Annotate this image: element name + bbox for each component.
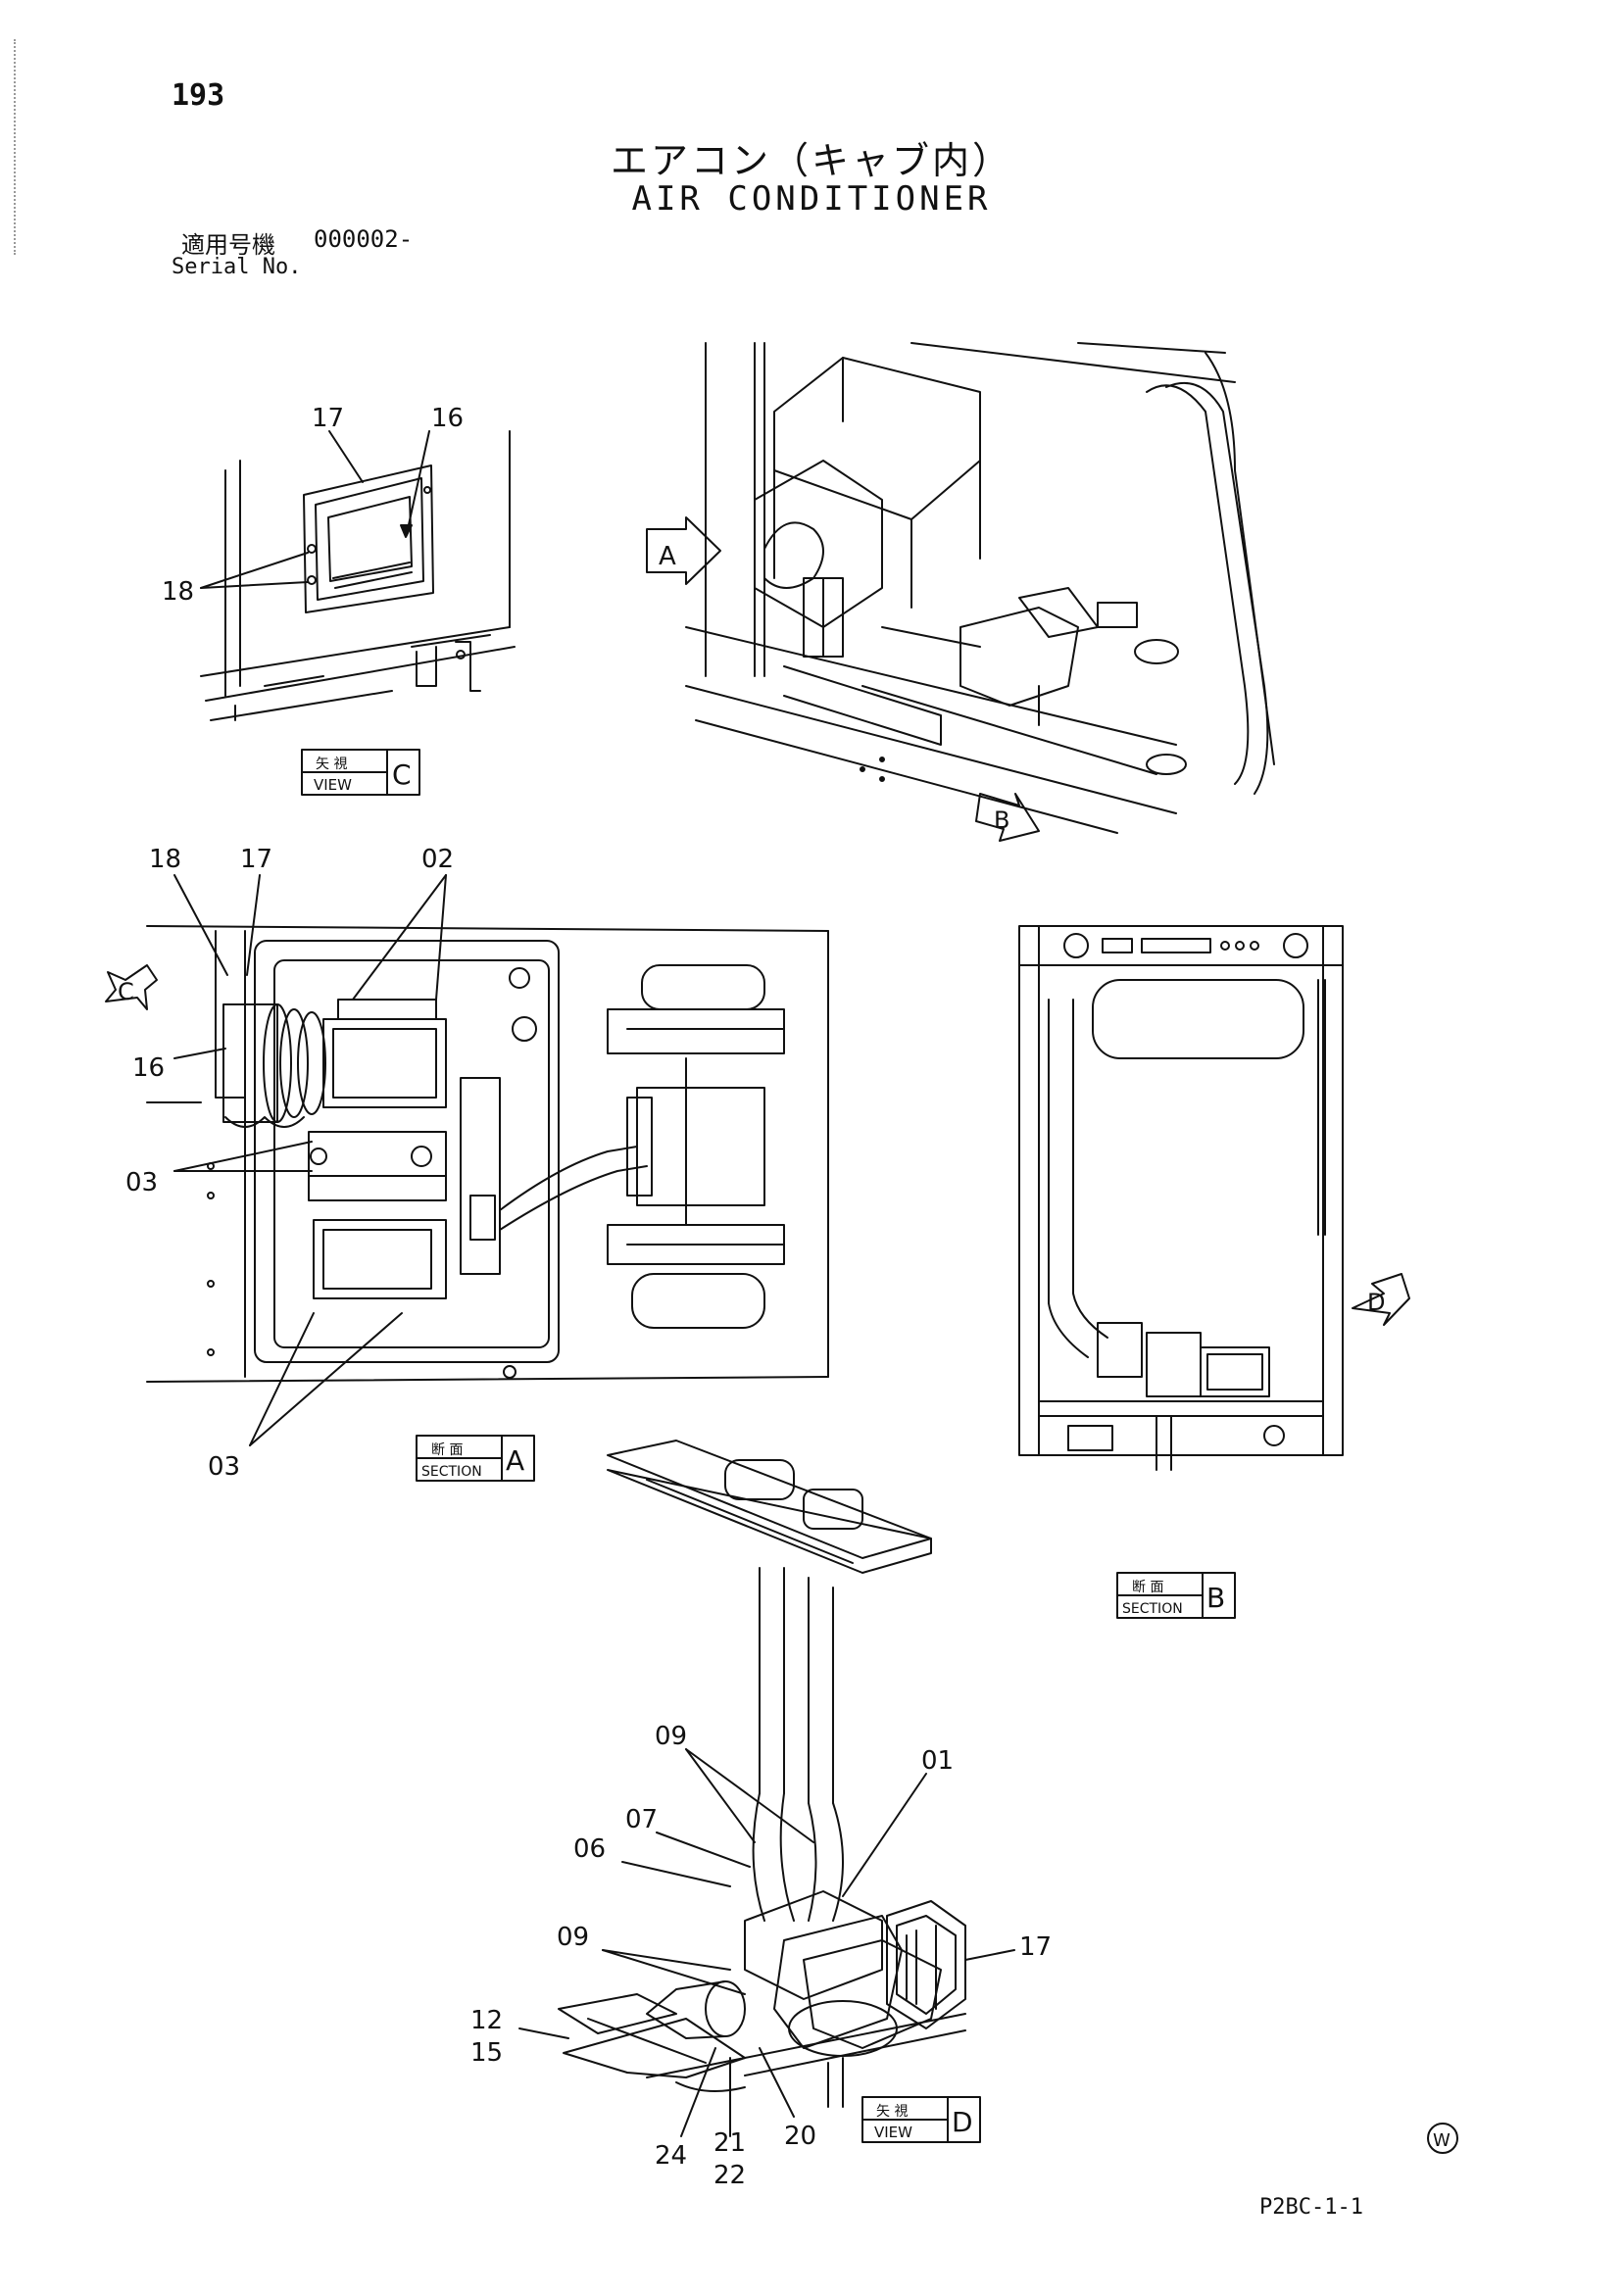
section-a-callout-16: 16 (132, 1053, 165, 1083)
view-d-tag: 矢 視 VIEW D (861, 2096, 981, 2143)
view-d-callout-07: 07 (625, 1805, 658, 1834)
section-b-tag: 断 面 SECTION B (1116, 1572, 1236, 1619)
view-d-callout-21: 21 (713, 2128, 746, 2158)
view-d-drawing: 09 01 07 06 09 17 12 15 24 21 22 20 (470, 1440, 1052, 2190)
arrow-a-letter: A (659, 542, 676, 571)
section-a-drawing: 18 17 02 16 03 03 (125, 845, 829, 1482)
page-number: 193 (172, 78, 225, 113)
view-c-tag-letter: C (392, 758, 412, 791)
arrow-d-letter: D (1367, 1289, 1385, 1316)
callout-16: 16 (431, 404, 464, 433)
view-d-tag-letter: D (952, 2106, 973, 2138)
section-b-tag-jp: 断 面 (1132, 1580, 1163, 1595)
section-a-tag-en: SECTION (421, 1464, 482, 1480)
section-a-tag: 断 面 SECTION A (416, 1435, 535, 1482)
section-a-callout-03-upper: 03 (125, 1168, 158, 1197)
view-d-callout-17: 17 (1019, 1932, 1052, 1962)
view-arrow-c: C (105, 964, 158, 1010)
serial-label-english: Serial No. (172, 255, 302, 279)
title-english: AIR CONDITIONER (631, 179, 992, 219)
section-a-callout-02: 02 (421, 845, 454, 874)
view-arrow-a: A (646, 516, 721, 585)
view-d-callout-20: 20 (784, 2122, 816, 2151)
circled-w-mark: W (1427, 2123, 1458, 2154)
section-a-callout-17: 17 (240, 845, 272, 874)
drawing-code: P2BC-1-1 (1259, 2195, 1363, 2220)
view-d-callout-09-top: 09 (655, 1722, 687, 1751)
view-c-tag-en: VIEW (314, 776, 352, 794)
arrow-c-letter: C (118, 978, 134, 1005)
view-d-callout-12: 12 (470, 2006, 503, 2035)
view-d-callout-24: 24 (655, 2141, 687, 2171)
title-japanese: エアコン（キャブ内） (610, 139, 1012, 182)
view-arrow-b: B (975, 793, 1040, 842)
section-b-drawing (1018, 925, 1344, 1471)
section-a-callout-03-lower: 03 (208, 1452, 240, 1482)
view-d-callout-22: 22 (713, 2161, 746, 2190)
callout-17: 17 (312, 404, 344, 433)
view-c-tag: 矢 視 VIEW C (301, 749, 420, 796)
view-d-tag-jp: 矢 視 (876, 2104, 908, 2120)
view-d-callout-01: 01 (921, 1746, 954, 1776)
section-a-tag-letter: A (506, 1444, 524, 1477)
view-c-tag-jp: 矢 視 (316, 757, 347, 772)
serial-label-japanese: 適用号機 (181, 231, 275, 259)
section-a-tag-jp: 断 面 (431, 1442, 463, 1458)
view-c-drawing: 17 16 18 (162, 404, 516, 721)
scan-edge-marks (14, 39, 20, 255)
callout-18: 18 (162, 577, 194, 607)
section-b-tag-en: SECTION (1122, 1601, 1183, 1617)
view-d-callout-15: 15 (470, 2038, 503, 2068)
section-b-tag-letter: B (1206, 1582, 1225, 1614)
section-a-callout-18: 18 (149, 845, 181, 874)
circled-w-letter: W (1433, 2130, 1451, 2151)
serial-number-value: 000002- (314, 225, 414, 253)
view-arrow-d: D (1352, 1273, 1410, 1326)
cab-perspective-drawing (685, 342, 1275, 834)
view-d-callout-09-mid: 09 (557, 1923, 589, 1952)
view-d-tag-en: VIEW (874, 2124, 912, 2141)
arrow-b-letter: B (994, 806, 1009, 834)
view-d-callout-06: 06 (573, 1834, 606, 1864)
